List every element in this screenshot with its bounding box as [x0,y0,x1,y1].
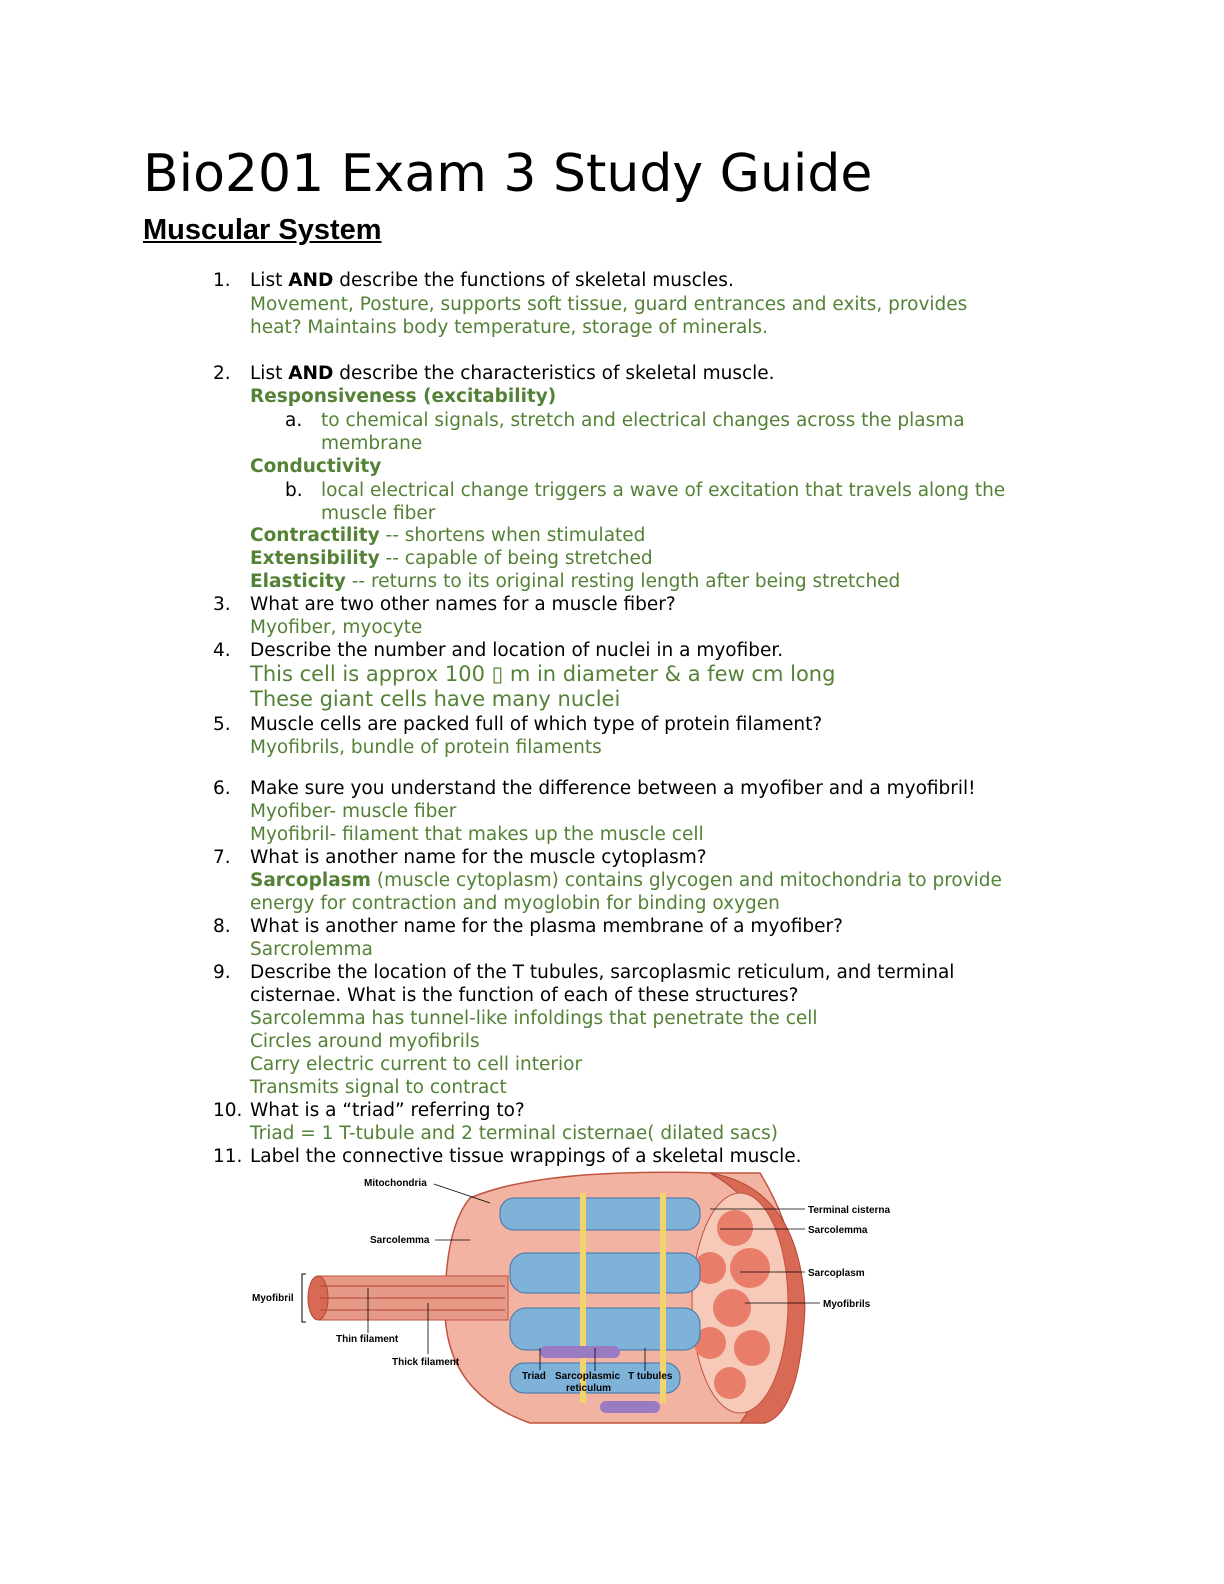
question-5: Muscle cells are packed full of which ty… [250,714,823,735]
document-title: Bio201 Exam 3 Study Guide [143,144,873,204]
label-sarcoplasm: Sarcoplasm [808,1268,865,1279]
label-t-tubules: T tubules [628,1371,673,1382]
characteristic-responsiveness: Responsiveness (excitability) [250,386,557,407]
leader-line [433,1183,491,1204]
question-11: Label the connective tissue wrappings of… [250,1146,802,1167]
answer-4-line-1: This cell is approx 100 ▯ m in diameter … [250,662,836,686]
characteristic-extensibility: Extensibility -- capable of being stretc… [250,548,653,569]
characteristic-elasticity: Elasticity -- returns to its original re… [250,571,901,592]
label-thin-filament: Thin filament [336,1334,399,1345]
characteristic-contractility: Contractility -- shortens when stimulate… [250,525,646,546]
label-myofibrils: Myofibrils [823,1299,871,1310]
section-heading: Muscular System [143,214,382,246]
answer-8: Sarcrolemma [250,939,373,960]
question-2: List AND describe the characteristics of… [250,363,775,384]
question-number: 3. [213,594,231,615]
question-number: 5. [213,714,231,735]
answer-3: Myofiber, myocyte [250,617,423,638]
question-number: 4. [213,640,231,661]
answer-9-line-1: Sarcolemma has tunnel-like infoldings th… [250,1008,818,1029]
question-10: What is a “triad” referring to? [250,1100,525,1121]
answer-6-line-2: Myofibril- filament that makes up the mu… [250,824,704,845]
myofibril-cross [694,1327,726,1359]
purple-band [540,1346,620,1358]
answer-7-line-2: energy for contraction and myoglobin for… [250,893,780,914]
question-1: List AND describe the functions of skele… [250,270,734,291]
label-myofibril: Myofibril [252,1293,294,1304]
purple-band [600,1401,660,1413]
t-tubule [580,1193,586,1403]
question-number: 11. [213,1146,243,1167]
question-3: What are two other names for a muscle fi… [250,594,676,615]
answer-2b-line-2: muscle fiber [321,503,436,524]
question-9-line-2: cisternae. What is the function of each … [250,985,799,1006]
answer-6-line-1: Myofiber- muscle fiber [250,801,457,822]
answer-9-line-4: Transmits signal to contract [250,1077,507,1098]
myofibril-cross [694,1252,726,1284]
myofibril-cross [713,1289,751,1327]
answer-1-line-2: heat? Maintains body temperature, storag… [250,317,768,338]
answer-9-line-3: Carry electric current to cell interior [250,1054,583,1075]
answer-2a-line-1: to chemical signals, stretch and electri… [321,410,965,431]
question-9-line-1: Describe the location of the T tubules, … [250,962,955,983]
list-label-b: b. [285,480,303,501]
question-number: 7. [213,847,231,868]
characteristic-conductivity: Conductivity [250,456,382,477]
myofibril-bracket [301,1273,306,1323]
question-number: 1. [213,270,231,291]
label-triad: Triad [522,1371,546,1382]
answer-4-line-2: These giant cells have many nuclei [250,687,621,711]
answer-2b-line-1: local electrical change triggers a wave … [321,480,1006,501]
answer-10: Triad = 1 T-tubule and 2 terminal cister… [250,1123,778,1144]
question-number: 8. [213,916,231,937]
question-number: 10. [213,1100,243,1121]
sr-band [509,1307,701,1351]
muscle-fiber-diagram: Mitochondria Sarcolemma Myofibril Thin f… [252,1171,891,1424]
question-4: Describe the number and location of nucl… [250,640,784,661]
answer-1-line-1: Movement, Posture, supports soft tissue,… [250,294,968,315]
sr-band [509,1252,701,1294]
myofibril-cross [730,1248,770,1288]
myofibril-cross [734,1330,770,1366]
label-sarcolemma-right: Sarcolemma [808,1225,868,1236]
myofibril-cross [717,1210,753,1246]
label-terminal-cisterna: Terminal cisterna [808,1205,891,1216]
question-number: 2. [213,363,231,384]
question-8: What is another name for the plasma memb… [250,916,843,937]
sr-band [499,1197,701,1231]
t-tubule [660,1193,666,1403]
answer-7-line-1: Sarcoplasm (muscle cytoplasm) contains g… [250,870,1002,891]
question-6: Make sure you understand the difference … [250,778,976,799]
question-7: What is another name for the muscle cyto… [250,847,707,868]
label-mitochondria: Mitochondria [364,1178,427,1189]
answer-2a-line-2: membrane [321,433,423,454]
myofibril-cross [714,1367,746,1399]
answer-5: Myofibrils, bundle of protein filaments [250,737,602,758]
label-reticulum: reticulum [566,1383,611,1394]
question-number: 9. [213,962,231,983]
answer-9-line-2: Circles around myofibrils [250,1031,480,1052]
label-thick-filament: Thick filament [392,1357,460,1368]
list-label-a: a. [285,410,303,431]
label-sarcolemma-left: Sarcolemma [370,1235,430,1246]
question-number: 6. [213,778,231,799]
label-sarcoplasmic: Sarcoplasmic [555,1371,620,1382]
